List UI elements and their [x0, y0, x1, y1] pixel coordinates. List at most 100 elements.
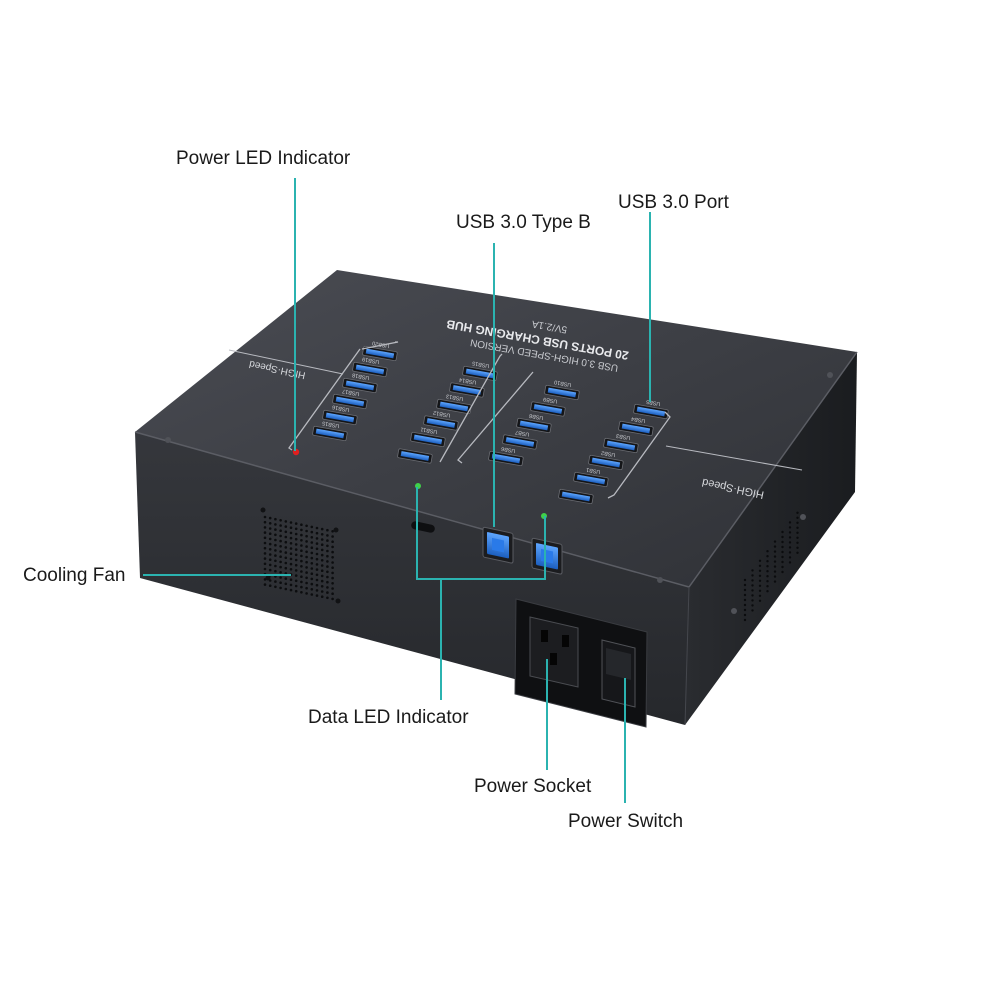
vent-hole: [743, 578, 747, 582]
fan-hole: [320, 543, 324, 546]
fan-hole: [294, 543, 298, 546]
fan-hole: [300, 539, 303, 542]
usb-3-port[interactable]: USB1: [573, 464, 609, 488]
fan-hole: [310, 556, 314, 560]
usb-3-port[interactable]: USB3: [603, 430, 639, 454]
port-label: USB17: [342, 388, 360, 397]
fan-hole: [279, 550, 282, 553]
usb-3-port[interactable]: USB12: [423, 408, 459, 431]
usb-3-port[interactable]: USB18: [342, 370, 378, 394]
fan-hole: [289, 536, 293, 540]
fan-hole: [300, 559, 303, 563]
usb-type-b-port-1[interactable]: [482, 526, 514, 564]
fan-hole: [331, 582, 334, 585]
fan-hole: [284, 546, 288, 549]
vent-hole: [781, 540, 784, 544]
vent-hole: [788, 521, 792, 524]
fan-hole: [284, 577, 288, 580]
vent-hole: [788, 531, 792, 534]
fan-hole: [263, 567, 267, 571]
fan-hole: [326, 534, 329, 537]
fan-hole: [294, 558, 298, 562]
fan-hole: [331, 530, 334, 533]
usb-3-port[interactable]: USB10: [544, 377, 580, 401]
fan-hole: [268, 522, 272, 525]
fan-hole: [279, 586, 282, 590]
vent-hole: [773, 560, 777, 563]
fan-hole: [294, 537, 298, 541]
fan-hole: [274, 538, 277, 542]
usb-3-port[interactable]: USB17: [332, 386, 368, 410]
usb-3-port[interactable]: USB5: [633, 396, 669, 420]
fan-hole: [305, 566, 308, 569]
port-label: USB20: [372, 340, 390, 349]
usb-3-port[interactable]: USB19: [352, 354, 388, 378]
usb-3-port[interactable]: USB20: [362, 338, 398, 362]
fan-hole: [310, 567, 314, 570]
usb-3-port[interactable]: [397, 448, 433, 464]
fan-hole: [320, 590, 324, 593]
usb-3-port[interactable]: USB13: [436, 391, 472, 415]
fan-hole: [310, 551, 314, 555]
usb-type-b-port-2[interactable]: [531, 537, 563, 575]
fan-hole: [315, 547, 319, 551]
fan-hole: [331, 571, 334, 575]
usb-3-port[interactable]: USB16: [322, 402, 358, 426]
fan-hole: [315, 552, 319, 556]
port-group-frames: [288, 341, 671, 499]
vent-hole: [758, 599, 762, 602]
fan-hole: [320, 533, 324, 536]
vent-hole: [751, 609, 754, 612]
fan-hole: [263, 541, 267, 545]
fan-hole: [326, 575, 329, 579]
fan-hole: [326, 539, 329, 542]
fan-hole: [274, 549, 277, 552]
fan-hole: [289, 578, 293, 581]
fan-hole: [289, 542, 293, 545]
fan-hole: [300, 533, 303, 537]
fan-hole: [315, 583, 319, 587]
vent-hole: [773, 550, 777, 553]
cooling-fan-grille: [263, 515, 334, 601]
fan-hole: [326, 528, 329, 532]
fan-hole: [263, 546, 267, 550]
fan-hole: [279, 555, 282, 558]
fan-hole: [263, 515, 267, 519]
fan-hole: [279, 571, 282, 574]
usb-3-port[interactable]: USB4: [618, 413, 654, 437]
usb-3-port[interactable]: USB7: [502, 427, 538, 450]
fan-hole: [315, 589, 319, 592]
vent-hole: [751, 604, 754, 607]
callout-power-switch: Power Switch: [568, 811, 684, 832]
fan-hole: [331, 597, 334, 601]
fan-hole: [315, 557, 319, 561]
fan-hole: [279, 576, 282, 579]
callout-power-led-indicator: Power LED Indicator: [176, 148, 351, 169]
usb-3-port[interactable]: USB11: [410, 424, 446, 448]
vent-hole: [758, 564, 762, 567]
usb-3-port[interactable]: USB9: [530, 394, 566, 417]
vent-hole: [743, 618, 747, 622]
fan-hole: [284, 520, 288, 523]
fan-hole: [284, 525, 288, 528]
usb-3-port[interactable]: USB15: [312, 418, 348, 442]
fan-hole: [289, 531, 293, 535]
usb-3-port[interactable]: USB2: [588, 447, 624, 471]
fan-hole: [315, 568, 319, 571]
fan-hole: [284, 535, 288, 539]
vent-hole: [781, 555, 784, 559]
usb-3-port[interactable]: USB14: [449, 375, 485, 398]
usb-3-port[interactable]: USB6: [488, 443, 524, 467]
callout-usb-port: USB 3.0 Port: [618, 192, 729, 213]
usb-3-port[interactable]: USB8: [516, 410, 552, 434]
vent-hole: [766, 560, 769, 563]
fan-hole: [263, 562, 267, 566]
power-socket[interactable]: [529, 616, 579, 688]
callout-cooling-fan: Cooling Fan: [23, 565, 126, 586]
vent-hole: [743, 593, 747, 597]
usb-3-port[interactable]: [558, 488, 594, 505]
vent-hole: [766, 580, 769, 583]
vent-hole: [758, 594, 762, 597]
vent-hole: [743, 588, 747, 592]
fan-hole: [310, 577, 314, 581]
